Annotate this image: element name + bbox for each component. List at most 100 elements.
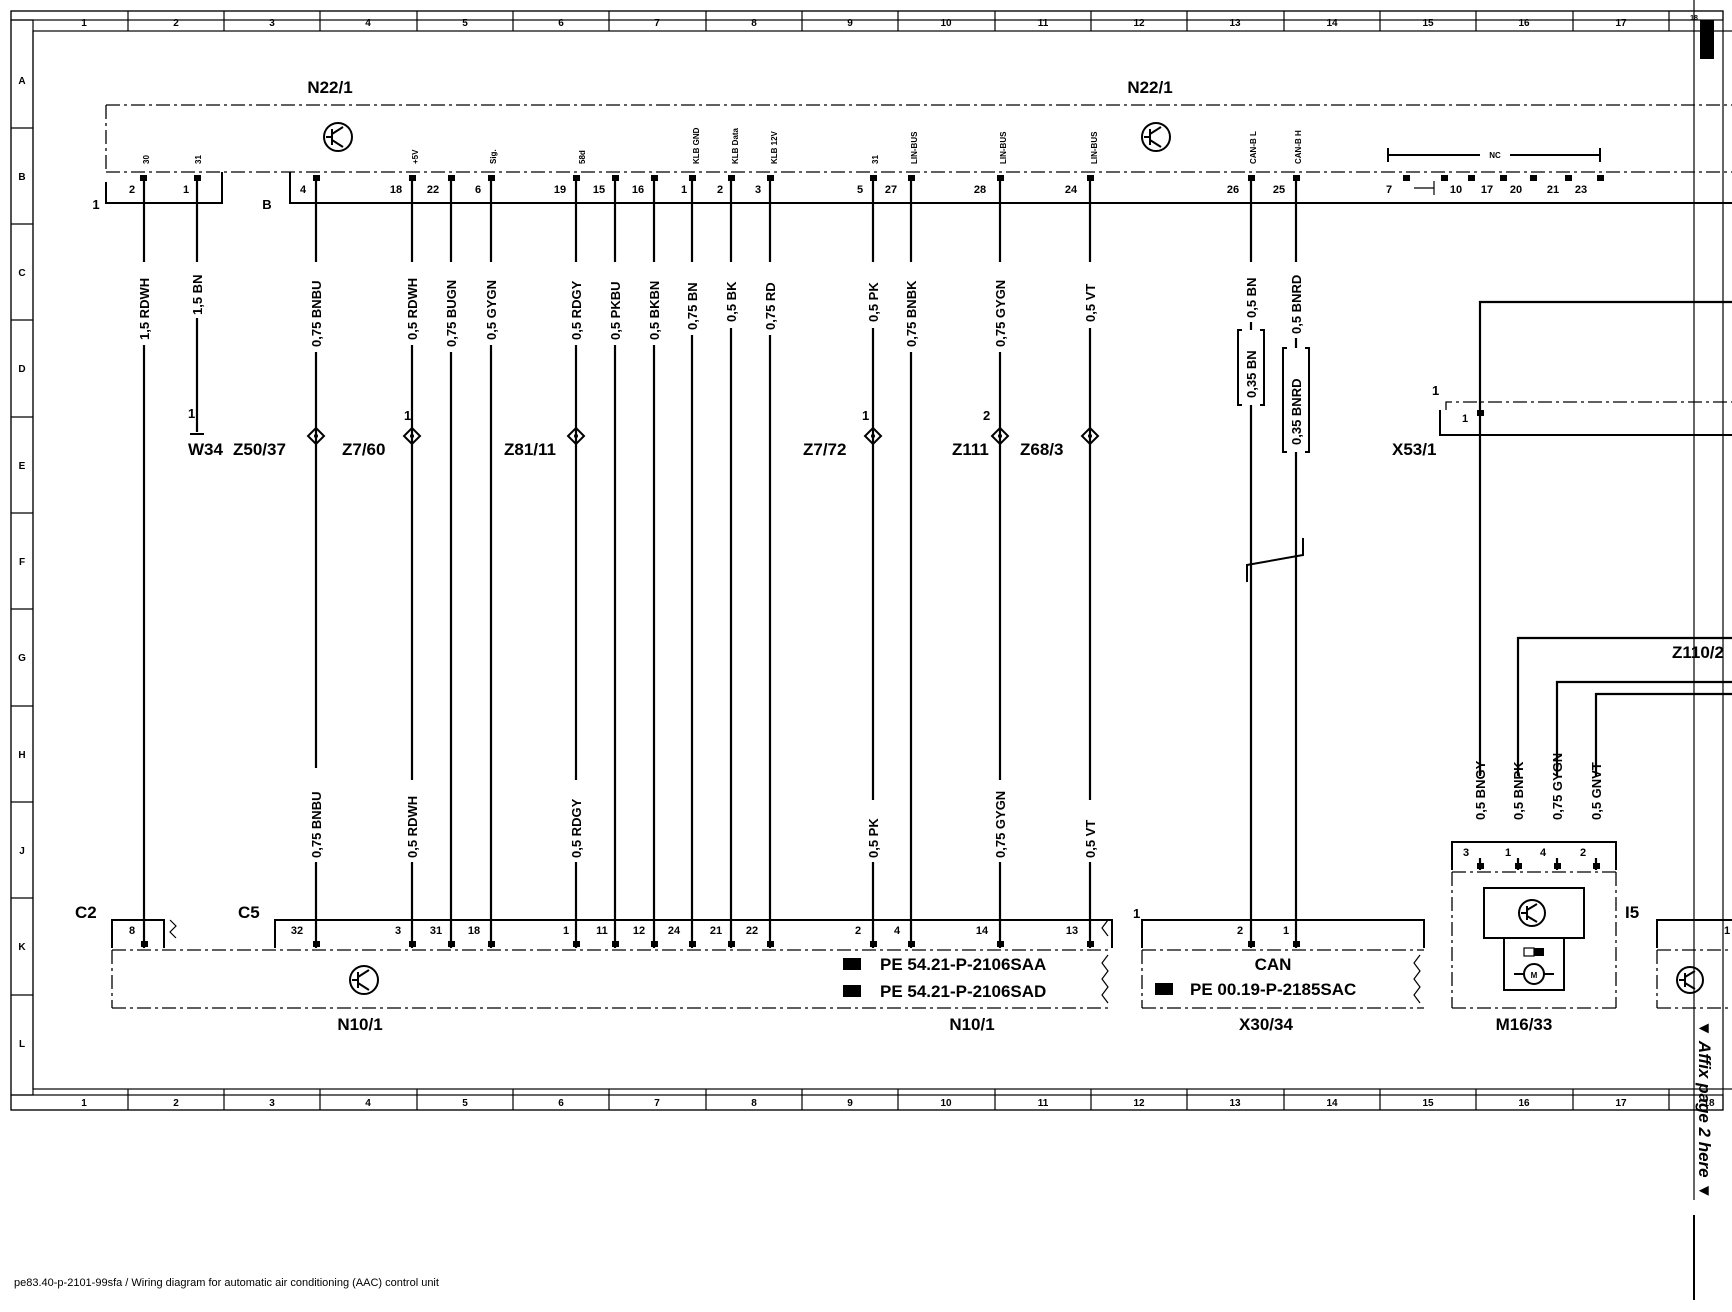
grid-row-labels: A B C D E F G H J K L — [18, 76, 26, 1050]
ground-label: W34 — [188, 440, 224, 459]
pin-number: 18 — [390, 184, 402, 196]
n10-unit: C2 C5 N10/1 N10/1 PE 54.21-P-2106SAA PE … — [75, 903, 1113, 1034]
grid-col: 17 — [1615, 1098, 1627, 1109]
x30-pin1-label: 1 — [1133, 906, 1140, 921]
reference-link[interactable]: PE 00.19-P-2185SAC — [1190, 980, 1356, 999]
wire-label: 0,75 BN — [685, 282, 700, 330]
wire-label: 0,5 VT — [1083, 284, 1098, 322]
wire-label: 0,5 BNPK — [1511, 761, 1526, 820]
can-brackets — [1237, 329, 1310, 453]
wire-label: 0,5 RDWH — [405, 796, 420, 858]
wires — [142, 181, 1732, 948]
frame — [10, 0, 1732, 1300]
pin-number: 31 — [430, 925, 442, 937]
pin-number: 4 — [300, 184, 307, 196]
grid-row: G — [18, 653, 26, 664]
reference-link[interactable]: PE 54.21-P-2106SAA — [880, 955, 1046, 974]
wire-label: 0,5 VT — [1083, 820, 1098, 858]
splice-icon — [1080, 426, 1100, 446]
grid-col: 12 — [1133, 18, 1145, 29]
grid-col: 16 — [1518, 1098, 1530, 1109]
pin-number: 4 — [1540, 847, 1547, 859]
grid-col: 13 — [1229, 1098, 1241, 1109]
wire-label: 0,5 BKBN — [647, 281, 662, 340]
pin-number: 3 — [755, 184, 761, 196]
grid-col: 12 — [1133, 1098, 1145, 1109]
grid-ticks — [11, 11, 1670, 1110]
grid-col: 6 — [558, 18, 564, 29]
wire-label: 0,75 GYGN — [993, 791, 1008, 858]
splice-pin: 1 — [404, 408, 411, 423]
grid-col: 4 — [365, 1098, 371, 1109]
pin-number: 26 — [1227, 184, 1239, 196]
grid-col: 4 — [365, 18, 371, 29]
splice-label: Z68/3 — [1020, 440, 1063, 459]
pin-number: 15 — [593, 184, 605, 196]
wire-label: 0,5 RDGY — [569, 280, 584, 340]
pin-number: 7 — [1386, 184, 1392, 196]
grid-col: 10 — [940, 18, 952, 29]
pin-function-label: KLB 12V — [770, 130, 779, 164]
grid-col: 3 — [269, 18, 275, 29]
grid-col: 15 — [1422, 1098, 1434, 1109]
wire-label: 0,75 RD — [763, 282, 778, 330]
splice-pin-numbers: 1 1 2 1 — [188, 406, 990, 423]
pin-number: 1 — [1505, 847, 1511, 859]
n10-right-label: N10/1 — [949, 1015, 994, 1034]
pin-number: 25 — [1273, 184, 1285, 196]
grid-col: 9 — [847, 18, 853, 29]
n10-left-label: N10/1 — [337, 1015, 382, 1034]
grid-col: 11 — [1038, 1098, 1049, 1109]
pin-number: 32 — [291, 925, 303, 937]
c5-label: C5 — [238, 903, 260, 922]
affix-text: ▼ Affix page 2 here ▼ — [1695, 1020, 1714, 1200]
motor-icon: M — [1514, 947, 1554, 985]
grid-row: K — [18, 942, 26, 953]
splice-icon — [990, 426, 1010, 446]
wire-label: 0,75 GYGN — [993, 280, 1008, 347]
splice-pin: 1 — [862, 408, 869, 423]
affix-instruction: ▼ Affix page 2 here ▼ — [1690, 1020, 1720, 1240]
pin-function-label: KLB Data — [731, 127, 740, 164]
grid-col: 2 — [173, 18, 179, 29]
grid-col: 8 — [751, 18, 757, 29]
wire-label: 0,5 BN — [1244, 278, 1259, 318]
pin-function-label: LIN-BUS — [999, 131, 1008, 164]
pin-number: 24 — [1065, 184, 1078, 196]
reference-link[interactable]: PE 54.21-P-2106SAD — [880, 982, 1046, 1001]
grid-col: 18 — [1703, 1098, 1715, 1109]
top-pin-terminals — [140, 175, 1604, 181]
pin-number: 1 — [1724, 925, 1730, 937]
pin-number: 2 — [855, 925, 861, 937]
pin-number: 27 — [885, 184, 897, 196]
grid-col: 8 — [751, 1098, 757, 1109]
splice-label: Z7/60 — [342, 440, 385, 459]
motor-letter: M — [1531, 971, 1538, 980]
grid-col: 18 — [1690, 15, 1698, 22]
wire-label: 0,5 PKBU — [608, 281, 623, 340]
splice-label: Z81/11 — [504, 440, 556, 459]
wire-label: 0,5 GNVT — [1589, 762, 1604, 820]
pin-number: 2 — [129, 184, 135, 196]
grid-col-labels-bottom: 1 2 3 4 5 6 7 8 9 10 11 12 13 14 15 16 1… — [81, 1098, 1715, 1109]
pin-number: 20 — [1510, 184, 1522, 196]
splice-labels: Z50/37 Z7/60 Z81/11 Z7/72 Z111 Z68/3 W34 — [188, 440, 1063, 459]
i5-label: I5 — [1625, 903, 1639, 922]
pin-function-label: CAN-B L — [1249, 131, 1258, 164]
z110-label: Z110/2 — [1672, 643, 1724, 662]
wire-label: 0,5 PK — [866, 818, 881, 858]
grid-col: 14 — [1326, 1098, 1338, 1109]
reference-icon — [1155, 983, 1173, 995]
pin-number: 8 — [129, 925, 135, 937]
pin-number: 28 — [974, 184, 986, 196]
splice-label: Z50/37 — [233, 440, 286, 459]
wire-label: 0,75 BNBU — [309, 792, 324, 858]
pin-number: 4 — [894, 925, 901, 937]
pin-number: 11 — [596, 925, 608, 937]
grid-row: D — [18, 364, 25, 375]
pin-number: 1 — [563, 925, 569, 937]
grid-col: 13 — [1229, 18, 1241, 29]
pin-function-label: 31 — [871, 155, 880, 164]
ground-pin: 1 — [188, 406, 195, 421]
top-pin-numbers: 2 1 4 18 22 6 19 15 16 1 2 3 5 27 28 24 … — [129, 184, 1587, 196]
